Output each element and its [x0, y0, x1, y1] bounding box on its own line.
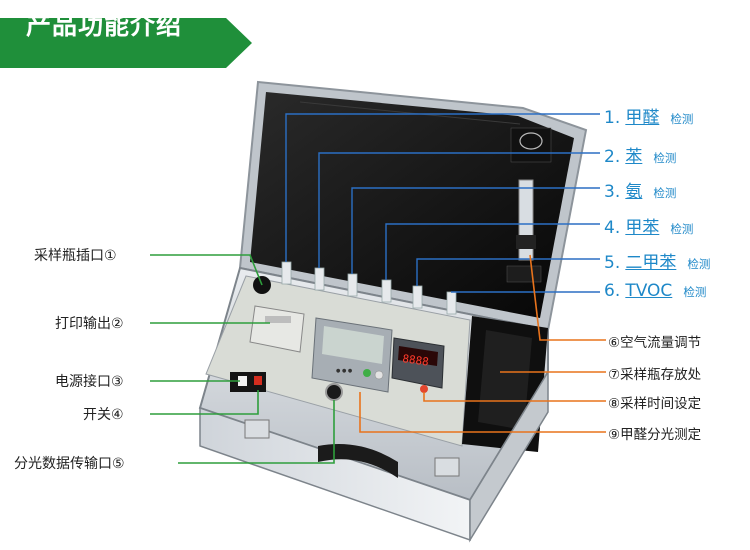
- banner-background: [0, 18, 252, 68]
- sensor-name: 氨: [625, 182, 643, 202]
- sensor-suffix: 检测: [670, 112, 694, 126]
- timer-digits: 8888: [402, 352, 430, 369]
- right-callout-lines: [359, 254, 606, 433]
- sensor-number: 2.: [604, 147, 621, 167]
- sensor-label-5: 5. 二甲苯 检测: [604, 248, 710, 273]
- sensor-number: 5.: [604, 253, 621, 273]
- sensor-callout-lines: [285, 113, 600, 293]
- label-sample-bottle-port: 采样瓶插口①: [34, 248, 117, 264]
- red-button: [420, 385, 428, 393]
- sensor-suffix: 检测: [670, 222, 694, 236]
- power-switch: [254, 376, 262, 385]
- sensor-number: 4.: [604, 218, 621, 238]
- sensor-label-2: 2. 苯 检测: [604, 142, 676, 167]
- case-lid: [238, 80, 588, 332]
- sensor-suffix: 检测: [653, 151, 677, 165]
- label-spectro-data-port: 分光数据传输口⑤: [14, 456, 125, 472]
- left-callout-lines: [150, 254, 335, 464]
- sensor-label-4: 4. 甲苯 检测: [604, 213, 693, 238]
- sensor-label-1: 1. 甲醛 检测: [604, 103, 693, 128]
- label-formaldehyde-spectro: ⑨甲醛分光测定: [608, 427, 702, 443]
- sensor-suffix: 检测: [653, 186, 677, 200]
- lcd-panel: ● ● ●: [311, 317, 393, 393]
- sensor-suffix: 检测: [683, 285, 707, 299]
- sensor-label-3: 3. 氨 检测: [604, 177, 676, 202]
- label-switch: 开关④: [83, 407, 124, 423]
- case-handle: [318, 444, 398, 478]
- sensor-name: 甲苯: [625, 218, 660, 238]
- banner-title: 产品功能介绍: [26, 11, 183, 40]
- sensor-number: 6.: [604, 281, 621, 301]
- sensor-suffix: 检测: [687, 257, 711, 271]
- mc-logo-icon: [519, 132, 543, 150]
- label-print-output: 打印输出②: [55, 316, 124, 332]
- green-button: [363, 369, 371, 377]
- label-air-flow-adjust: ⑥空气流量调节: [608, 335, 702, 351]
- sensor-name: 苯: [625, 147, 643, 167]
- sensor-label-6: 6. TVOC 检测: [604, 281, 706, 301]
- timer-panel: 8888: [391, 337, 445, 389]
- sensor-name: TVOC: [625, 281, 673, 301]
- sensor-name: 二甲苯: [625, 253, 677, 273]
- printer: [249, 305, 305, 353]
- label-bottle-storage: ⑦采样瓶存放处: [608, 367, 702, 383]
- spectro-port: [325, 383, 343, 401]
- sensor-number: 1.: [604, 108, 621, 128]
- label-power-port: 电源接口③: [55, 374, 124, 390]
- svg-text:● ● ●: ● ● ●: [336, 368, 353, 374]
- label-sampling-time: ⑧采样时间设定: [608, 396, 702, 412]
- sensor-number: 3.: [604, 182, 621, 202]
- sensor-name: 甲醛: [625, 108, 660, 128]
